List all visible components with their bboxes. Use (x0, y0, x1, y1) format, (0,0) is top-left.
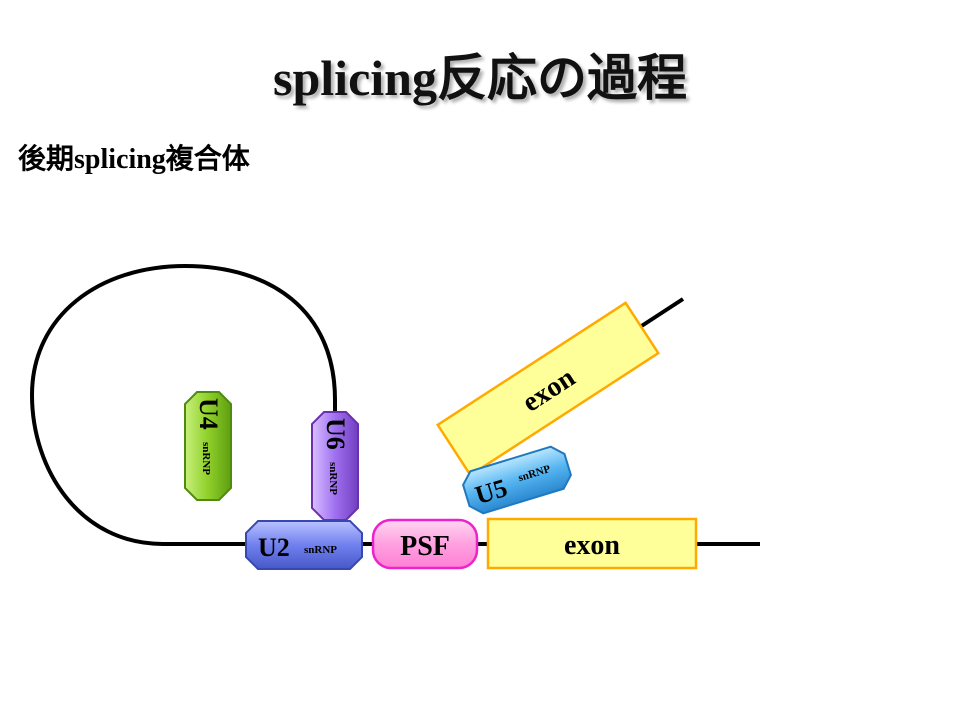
psf-protein: PSF (371, 518, 479, 570)
intron-lariat-loop (29, 263, 337, 546)
u2-sublabel: snRNP (304, 544, 337, 556)
psf-label: PSF (400, 531, 450, 562)
u6-snrnp: U6 snRNP (311, 411, 359, 521)
u6-label: U6 (321, 418, 350, 450)
exon-upper: exon (436, 301, 660, 477)
rna-strand-upper-end (638, 297, 685, 329)
u6-sublabel: snRNP (327, 462, 339, 495)
exon-lower: exon (486, 517, 698, 570)
u5-snrnp: U5 snRNP (462, 445, 572, 515)
u4-sublabel: snRNP (200, 442, 212, 475)
page-title: splicing反応の過程 (273, 50, 687, 106)
u4-snrnp: U4 snRNP (184, 391, 232, 501)
page-subtitle: 後期splicing複合体 (18, 144, 250, 175)
u2-snrnp: U2 snRNP (245, 520, 363, 570)
u4-label: U4 (194, 398, 223, 430)
u2-label: U2 (258, 533, 290, 562)
exon-lower-label: exon (564, 530, 620, 561)
